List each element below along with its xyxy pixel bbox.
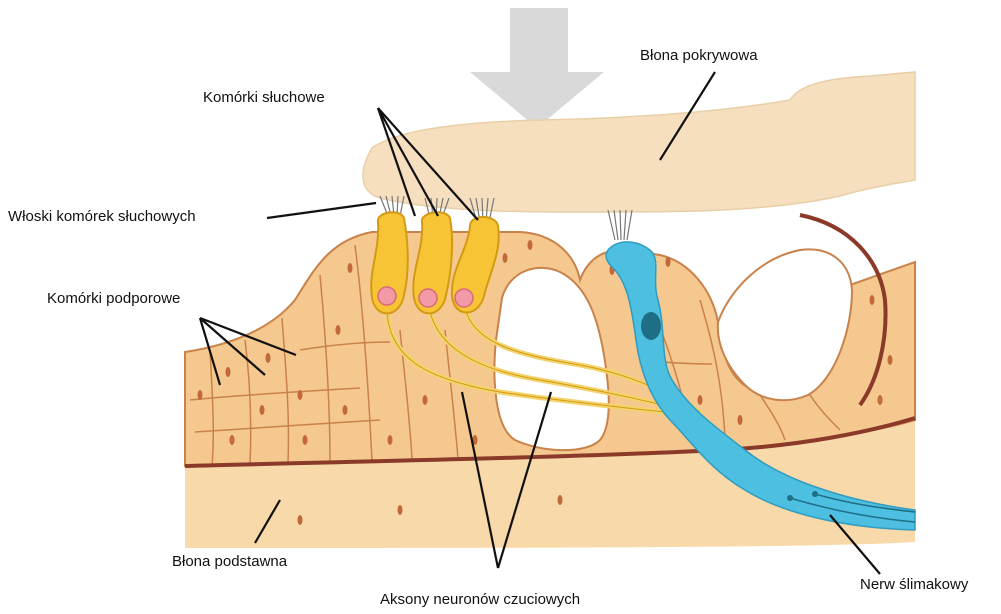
tectorial-membrane	[363, 72, 915, 212]
label-cochlear-nerve: Nerw ślimakowy	[860, 576, 968, 594]
nerve-dot	[812, 491, 818, 497]
label-stereocilia: Włoski komórek słuchowych	[8, 208, 196, 226]
hair-cell-1	[371, 212, 408, 313]
label-tectorial-membrane: Błona pokrywowa	[640, 47, 758, 65]
label-supporting-cells: Komórki podporowe	[47, 290, 180, 308]
nerve-cell-nucleus	[641, 312, 661, 340]
hair-cell-2	[413, 212, 452, 313]
pressure-arrow	[470, 8, 604, 128]
label-hair-cells: Komórki słuchowe	[203, 89, 325, 107]
label-basilar-membrane: Błona podstawna	[172, 553, 287, 571]
label-sensory-axons: Aksony neuronów czuciowych	[380, 591, 580, 609]
nerve-dot	[787, 495, 793, 501]
